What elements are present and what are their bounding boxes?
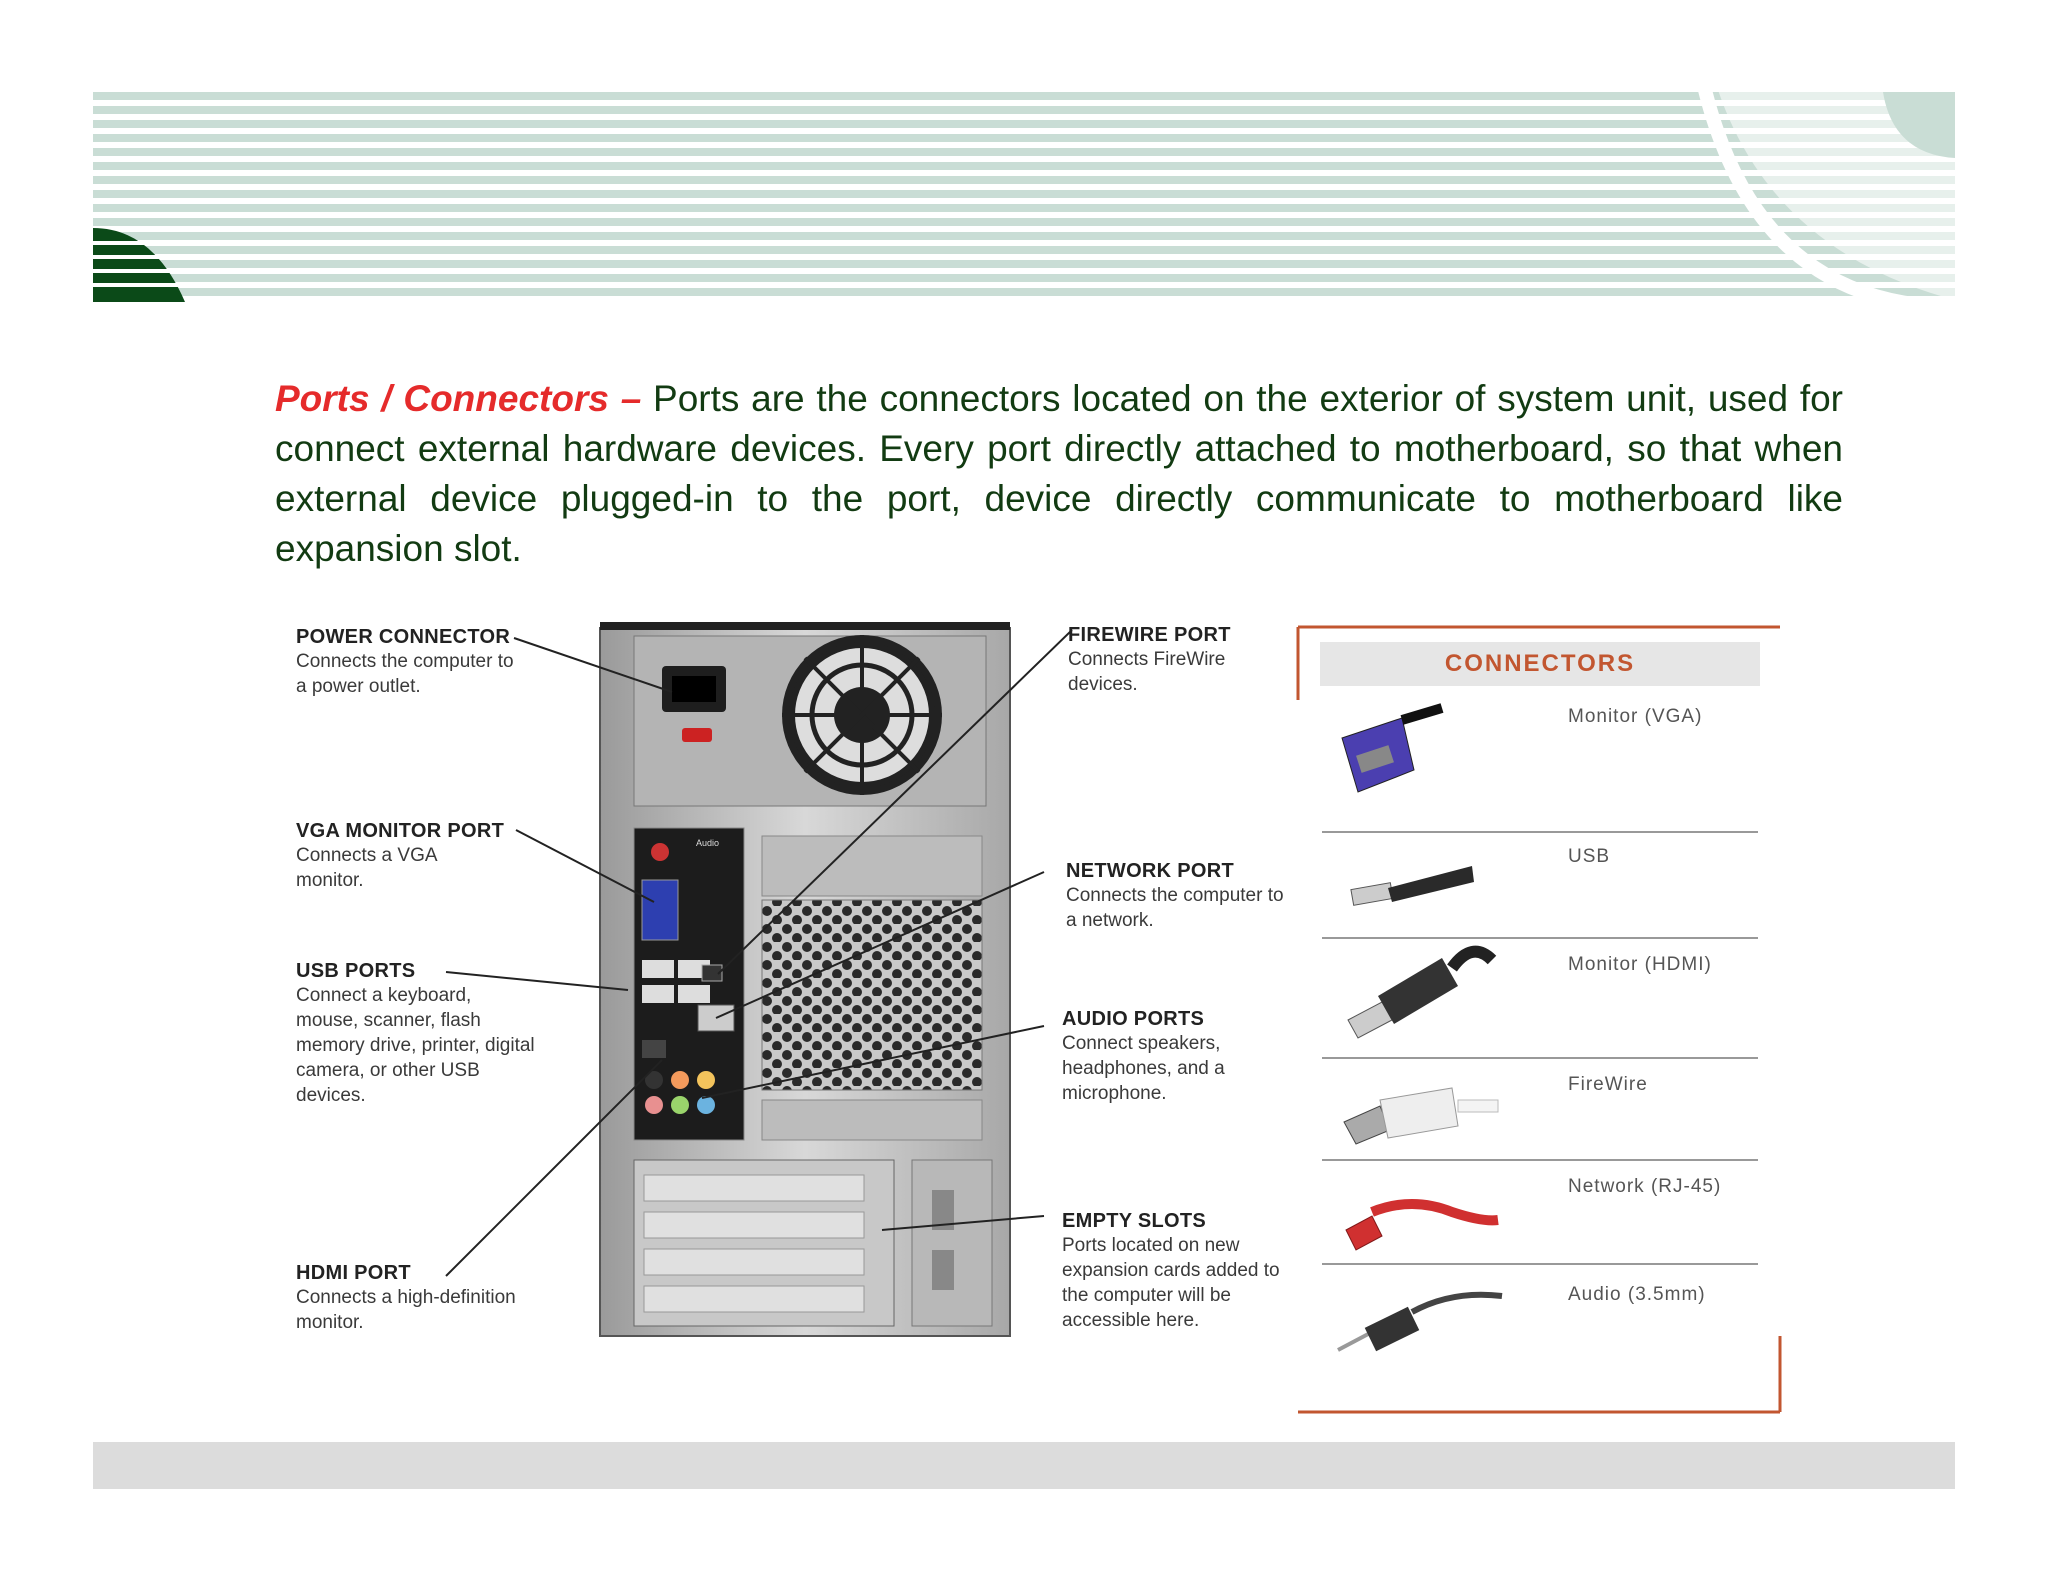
footer-bar <box>93 1442 1955 1489</box>
connectors-panel-frame <box>1296 625 1782 1414</box>
banner-dark-semicircle <box>93 228 185 302</box>
connector-label-audio: Audio (3.5mm) <box>1568 1284 1706 1305</box>
callout-network-desc: Connects the computer to a network. <box>1066 885 1284 931</box>
intro-highlight: Ports / Connectors – <box>275 378 642 419</box>
header-banner <box>93 92 1955 302</box>
connector-label-usb: USB <box>1568 846 1611 867</box>
callout-hdmi-desc: Connects a high-definition monitor. <box>296 1287 516 1333</box>
callout-hdmi-title: HDMI PORT <box>296 1262 411 1284</box>
callout-hdmi: HDMI PORT Connects a high-definition mon… <box>296 1262 566 1335</box>
callout-vga: VGA MONITOR PORT Connects a VGA monitor. <box>296 820 536 893</box>
vga-port <box>641 879 679 941</box>
callout-power-desc: Connects the computer to a power outlet. <box>296 651 514 697</box>
leader-slots <box>881 1215 1045 1231</box>
callout-power-title: POWER CONNECTOR <box>296 626 511 648</box>
callout-usb: USB PORTS Connect a keyboard, mouse, sca… <box>296 960 536 1108</box>
leader-usb <box>445 971 629 991</box>
callout-slots: EMPTY SLOTS Ports located on new expansi… <box>1062 1210 1292 1333</box>
banner-stripes <box>93 92 1955 296</box>
connector-label-firewire: FireWire <box>1568 1074 1648 1095</box>
callout-power: POWER CONNECTOR Connects the computer to… <box>296 626 526 699</box>
case-badge-text: Audio <box>696 838 719 848</box>
firewire-plug-icon <box>1343 1087 1499 1145</box>
leader-power <box>513 637 673 693</box>
callout-slots-title: EMPTY SLOTS <box>1062 1210 1207 1232</box>
callout-firewire: FIREWIRE PORT Connects FireWire devices. <box>1068 624 1268 697</box>
callout-audio-desc: Connect speakers, headphones, and a micr… <box>1062 1033 1225 1104</box>
rj45-plug-icon <box>1345 1199 1499 1251</box>
leader-lines <box>445 629 1073 1277</box>
usb-plug-icon <box>1350 866 1474 906</box>
callout-audio: AUDIO PORTS Connect speakers, headphones… <box>1062 1008 1282 1106</box>
intro-paragraph: Ports / Connectors – Ports are the conne… <box>275 374 1843 574</box>
leader-hdmi <box>445 1059 663 1277</box>
leader-firewire <box>717 629 1073 975</box>
intro-body: Ports are the connectors located on the … <box>275 378 1843 569</box>
callout-usb-desc: Connect a keyboard, mouse, scanner, flas… <box>296 985 535 1106</box>
callout-network-title: NETWORK PORT <box>1066 860 1235 882</box>
callout-usb-title: USB PORTS <box>296 960 416 982</box>
connectors-heading: CONNECTORS <box>1320 642 1760 686</box>
callout-audio-title: AUDIO PORTS <box>1062 1008 1205 1030</box>
computer-case-illustration: Audio <box>445 622 1782 1414</box>
callout-vga-desc: Connects a VGA monitor. <box>296 845 437 891</box>
leader-audio <box>701 1025 1045 1099</box>
connector-label-vga: Monitor (VGA) <box>1568 706 1703 727</box>
hdmi-plug-icon <box>1347 945 1497 1039</box>
callout-slots-desc: Ports located on new expansion cards add… <box>1062 1235 1280 1331</box>
vga-plug-icon <box>1341 703 1444 793</box>
leader-vga <box>515 829 655 903</box>
audio-jack-icon <box>1337 1291 1503 1352</box>
callout-vga-title: VGA MONITOR PORT <box>296 820 505 842</box>
callout-firewire-title: FIREWIRE PORT <box>1068 624 1231 646</box>
computer-case <box>599 622 1011 1337</box>
connector-label-network: Network (RJ-45) <box>1568 1176 1722 1197</box>
callout-firewire-desc: Connects FireWire devices. <box>1068 649 1226 695</box>
ports-figure: Audio POWER CONNECTOR Connects the compu… <box>262 600 1872 1420</box>
connector-label-hdmi: Monitor (HDMI) <box>1568 954 1712 975</box>
callout-network: NETWORK PORT Connects the computer to a … <box>1066 860 1296 933</box>
leader-network <box>715 871 1045 1019</box>
